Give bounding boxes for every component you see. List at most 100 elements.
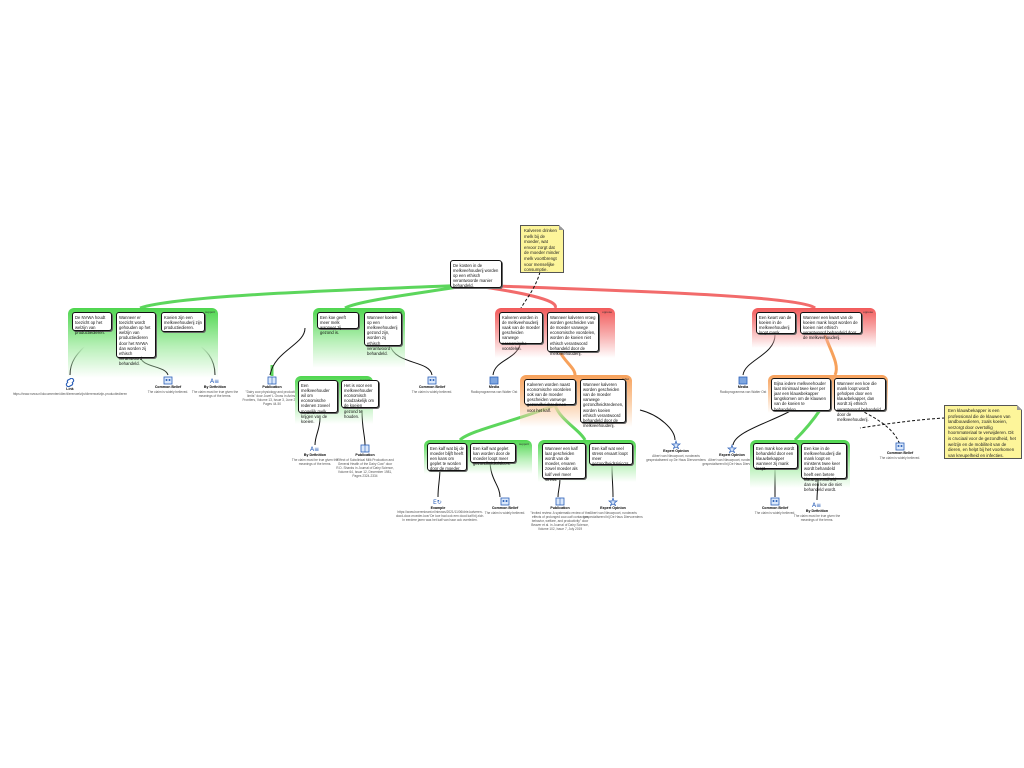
basis-title: By Definition	[303, 453, 327, 457]
by-definition-icon: A≡	[210, 378, 219, 385]
expert-opinion-icon	[671, 440, 681, 449]
basis-by-definition: A≡ By Definition The claim must be true …	[787, 500, 847, 522]
claim-geplet-risico[interactable]: Een kalf wat geplet kan worden door de m…	[470, 443, 516, 466]
claim-mank-niet-ethisch[interactable]: Wanneer een kwart van de koeien mank loo…	[800, 312, 862, 340]
basis-text: "Invited review: A systematic review of …	[530, 510, 590, 531]
basis-title: Media	[488, 385, 500, 389]
by-definition-icon: A≡	[310, 446, 319, 453]
basis-text: "Dairy cow physiology and production lim…	[242, 389, 302, 406]
claim-betere-klauwgezondheid[interactable]: Een koe in de melkveehouderij die mank l…	[801, 443, 847, 492]
basis-title: Publication	[355, 453, 375, 457]
basis-publication: Publication "Effect of Subclinical Milk …	[335, 444, 395, 478]
claim-klauwbekapper[interactable]: Bijna iedere melkveehouder laat minimaal…	[771, 378, 831, 412]
claim-nvwa-toezicht[interactable]: De NVWA houdt toezicht op het welzijn va…	[72, 312, 112, 335]
note-top[interactable]: Kalveren drinken melk bij de moeder, wat…	[520, 225, 564, 273]
basis-common-belief: Common Belief The claim is widely believ…	[870, 442, 930, 460]
basis-text: The claim is widely believed.	[147, 389, 189, 394]
common-belief-icon	[895, 442, 905, 451]
claim-gezondheidsredenen[interactable]: Kalveren worden naast economische voorde…	[524, 379, 576, 413]
media-icon	[738, 376, 748, 385]
basis-media: Media Radioprogramma van Walter Ost	[464, 376, 524, 394]
svg-text:A≡: A≡	[210, 378, 219, 385]
expert-opinion-icon	[727, 444, 737, 453]
media-icon	[489, 376, 499, 385]
support-links	[139, 283, 822, 442]
basis-by-definition: A≡ By Definition The claim must be true …	[185, 376, 245, 398]
basis-example: E↻ Example	[408, 497, 468, 511]
basis-text: "Effect of Subclinical Milk Production a…	[336, 457, 394, 478]
basis-publication: Publication "Dairy cow physiology and pr…	[242, 376, 302, 406]
basis-text: Albert van Nieuwpoort, runderarts gespec…	[702, 457, 762, 466]
basis-text: The claim is widely believed.	[411, 389, 453, 394]
basis-text: The claim is widely believed.	[879, 455, 921, 460]
oppose-links	[469, 283, 816, 310]
claim-zoveel-mogelijk-melk[interactable]: Een melkveehouder wil om economische red…	[298, 380, 338, 424]
basis-text: Radioprogramma van Walter Ost	[719, 389, 767, 394]
claim-kalveren-gescheiden[interactable]: Kalveren worden in de melkveehouderij va…	[499, 312, 543, 351]
claim-kalf-geplet[interactable]: Een kalf wat bij de moeder blijft heeft …	[427, 443, 467, 471]
basis-common-belief: Common Belief The claim is widely believ…	[475, 497, 535, 515]
basis-title: Common Belief	[491, 506, 519, 510]
common-belief-icon	[163, 376, 173, 385]
claim-kalveren-niet-ethisch[interactable]: Wanneer kalveren vroeg worden gescheiden…	[547, 312, 599, 356]
basis-common-belief: Common Belief The claim is widely believ…	[138, 376, 198, 394]
basis-expert-opinion: Expert Opinion Albert van Nieuwpoort, ru…	[583, 497, 643, 519]
basis-title: Common Belief	[886, 451, 914, 455]
basis-title: Expert Opinion	[719, 453, 745, 457]
basis-link[interactable]: Link	[40, 378, 100, 392]
basis-text: The claim must be true given the meaning…	[191, 389, 239, 398]
claim-mank-behandeld[interactable]: Een mank koe wordt behandeld door een kl…	[753, 443, 798, 471]
example-icon: E↻	[433, 499, 442, 506]
main-claim[interactable]: De kosten in de melkveehouderij worden o…	[450, 260, 502, 288]
basis-title: Common Belief	[761, 506, 789, 510]
claim-nvwa-ethisch[interactable]: Wanneer er toezicht wordt gehouden op he…	[116, 312, 156, 366]
basis-expert-opinion: Expert Opinion Albert van Nieuwpoort, ru…	[702, 444, 762, 466]
claim-economisch-gezond[interactable]: Het is voor een melkveehouder economisch…	[341, 380, 379, 419]
common-belief-icon	[770, 497, 780, 506]
claim-gezonde-koe-melk[interactable]: Een koe geeft meer melk wanneer zij gezo…	[317, 312, 359, 335]
basis-text: Albert van Nieuwpoort, runderarts gespec…	[583, 510, 643, 519]
basis-link-url[interactable]: https://www.nvwa.nl/documenten/dier/dier…	[5, 392, 135, 396]
by-definition-icon: A≡	[812, 502, 821, 509]
claim-stress[interactable]: Wanneer een kalf laat gescheiden wordt v…	[542, 443, 586, 482]
basis-common-belief: Common Belief The claim is widely believ…	[745, 497, 805, 515]
claim-klauwbekapper-ethisch[interactable]: Wanneer een koe die mank loopt wordt geh…	[834, 378, 886, 422]
common-belief-icon	[427, 376, 437, 385]
publication-icon	[267, 376, 277, 385]
basis-title: Publication	[550, 506, 570, 510]
basis-text: The claim must be true given the meaning…	[793, 513, 841, 522]
basis-text: https://www.boerenkrant.nl/nieuws/2021/1…	[395, 510, 485, 522]
basis-title: Publication	[262, 385, 282, 389]
basis-text: The claim must be true given the meaning…	[291, 457, 339, 466]
basis-by-definition: A≡ By Definition The claim must be true …	[285, 444, 345, 466]
basis-title: Media	[737, 385, 749, 389]
basis-text: The claim is widely believed.	[754, 510, 796, 515]
group-type-label: support	[204, 310, 215, 314]
group-type-label: rebut	[622, 377, 629, 381]
note-klauwbekapper[interactable]: Een klauwbekapper is een professional di…	[944, 405, 1022, 459]
link-icon	[65, 378, 75, 387]
claim-gezondheid-ethisch[interactable]: Wanneer kalveren worden gescheiden van d…	[580, 379, 626, 428]
basis-common-belief: Common Belief The claim is widely believ…	[402, 376, 462, 394]
group-type-label: support	[518, 442, 529, 446]
basis-title: By Definition	[805, 509, 829, 513]
claim-koeien-productiedieren[interactable]: Koeien zijn een melkveehouderij zijn pro…	[161, 312, 205, 332]
group-type-label: oppose	[602, 310, 612, 314]
basis-title: Common Belief	[418, 385, 446, 389]
basis-title: By Definition	[203, 385, 227, 389]
basis-publication: Publication "Invited review: A systemati…	[530, 497, 590, 531]
basis-title: Expert Opinion	[663, 449, 689, 453]
basis-expert-opinion: Expert Opinion Albert van Nieuwpoort, ru…	[646, 440, 706, 462]
claim-kwart-mank[interactable]: Een kwart van de koeien in de melkveehou…	[756, 312, 796, 335]
basis-text: Albert van Nieuwpoort, runderarts gespec…	[646, 453, 706, 462]
claim-stress-risico[interactable]: Een kalf wat veel stress ervaart loopt m…	[589, 443, 633, 466]
claim-gezond-ethisch[interactable]: Wanneer koeien op een melkveehouderij ge…	[364, 312, 402, 356]
svg-text:A≡: A≡	[812, 502, 821, 509]
group-type-label: oppose	[863, 310, 873, 314]
svg-text:E↻: E↻	[433, 499, 442, 506]
basis-text: https://www.nvwa.nl/documenten/dier/dier…	[12, 392, 128, 396]
basis-title: Example	[430, 506, 446, 510]
basis-text: Radioprogramma van Walter Ost	[470, 389, 518, 394]
basis-title: Link	[66, 387, 74, 391]
basis-title: Common Belief	[154, 385, 182, 389]
